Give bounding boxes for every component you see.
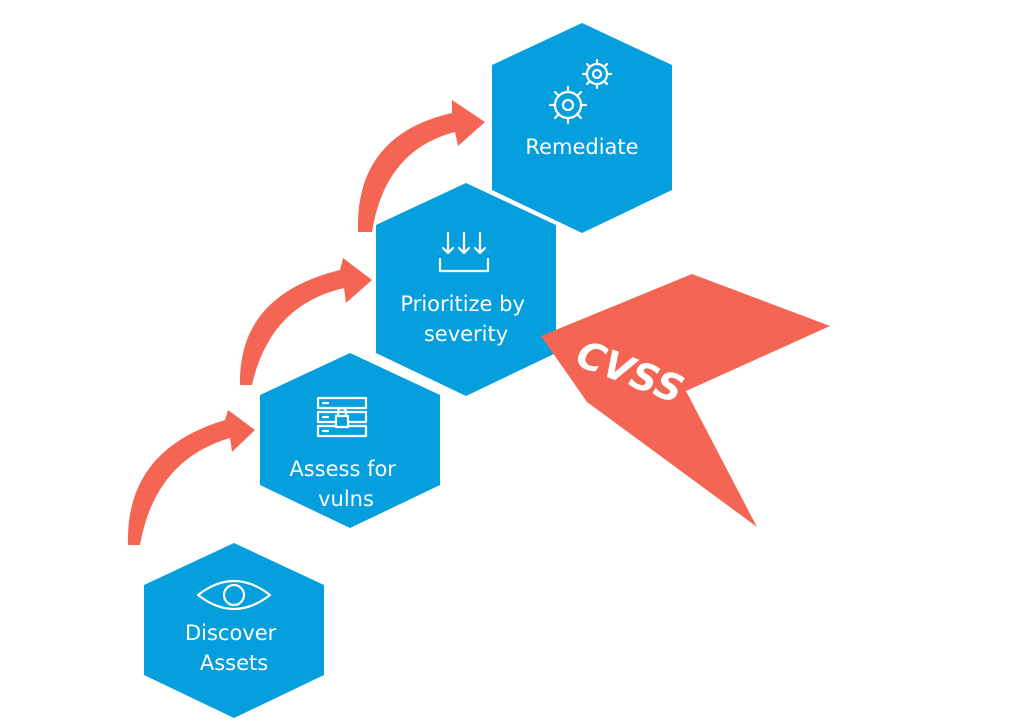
hexagon-shape	[376, 183, 556, 396]
step-remediate: Remediate	[492, 23, 672, 233]
flow-arrows	[127, 100, 485, 545]
step-label-line-2: Assets	[200, 651, 268, 675]
step-label-line-2: vulns	[318, 487, 374, 511]
step-label: Prioritize by severity	[400, 292, 531, 346]
step-assess-for-vulns: Assess for vulns	[260, 353, 440, 528]
server-lock-icon	[316, 396, 368, 438]
gears-icon	[548, 58, 613, 125]
step-label-line-1: Remediate	[525, 135, 638, 159]
arrow-discover-to-assess	[127, 410, 255, 545]
step-prioritize-by-severity: Prioritize by severity	[376, 183, 556, 396]
arrow-prioritize-to-remediate	[357, 100, 485, 232]
hexagon-shape	[260, 353, 440, 528]
arrow-assess-to-prioritize	[239, 258, 372, 385]
step-label-line-1: Discover	[185, 621, 277, 645]
step-label: Remediate	[525, 135, 638, 159]
step-label: Assess for vulns	[289, 457, 402, 511]
cvss-badge: CVSS	[541, 274, 830, 527]
eye-icon	[196, 579, 272, 611]
step-label: Discover Assets	[185, 621, 283, 675]
step-label-line-1: Assess for	[289, 457, 396, 481]
cvss-arrow-shape	[541, 274, 830, 527]
hexagon-shape	[492, 23, 672, 233]
hexagon-shape	[144, 543, 324, 718]
step-discover-assets: Discover Assets	[144, 543, 324, 718]
sort-down-icon	[438, 231, 490, 273]
step-label-line-2: severity	[424, 322, 508, 346]
step-label-line-1: Prioritize by	[400, 292, 525, 316]
